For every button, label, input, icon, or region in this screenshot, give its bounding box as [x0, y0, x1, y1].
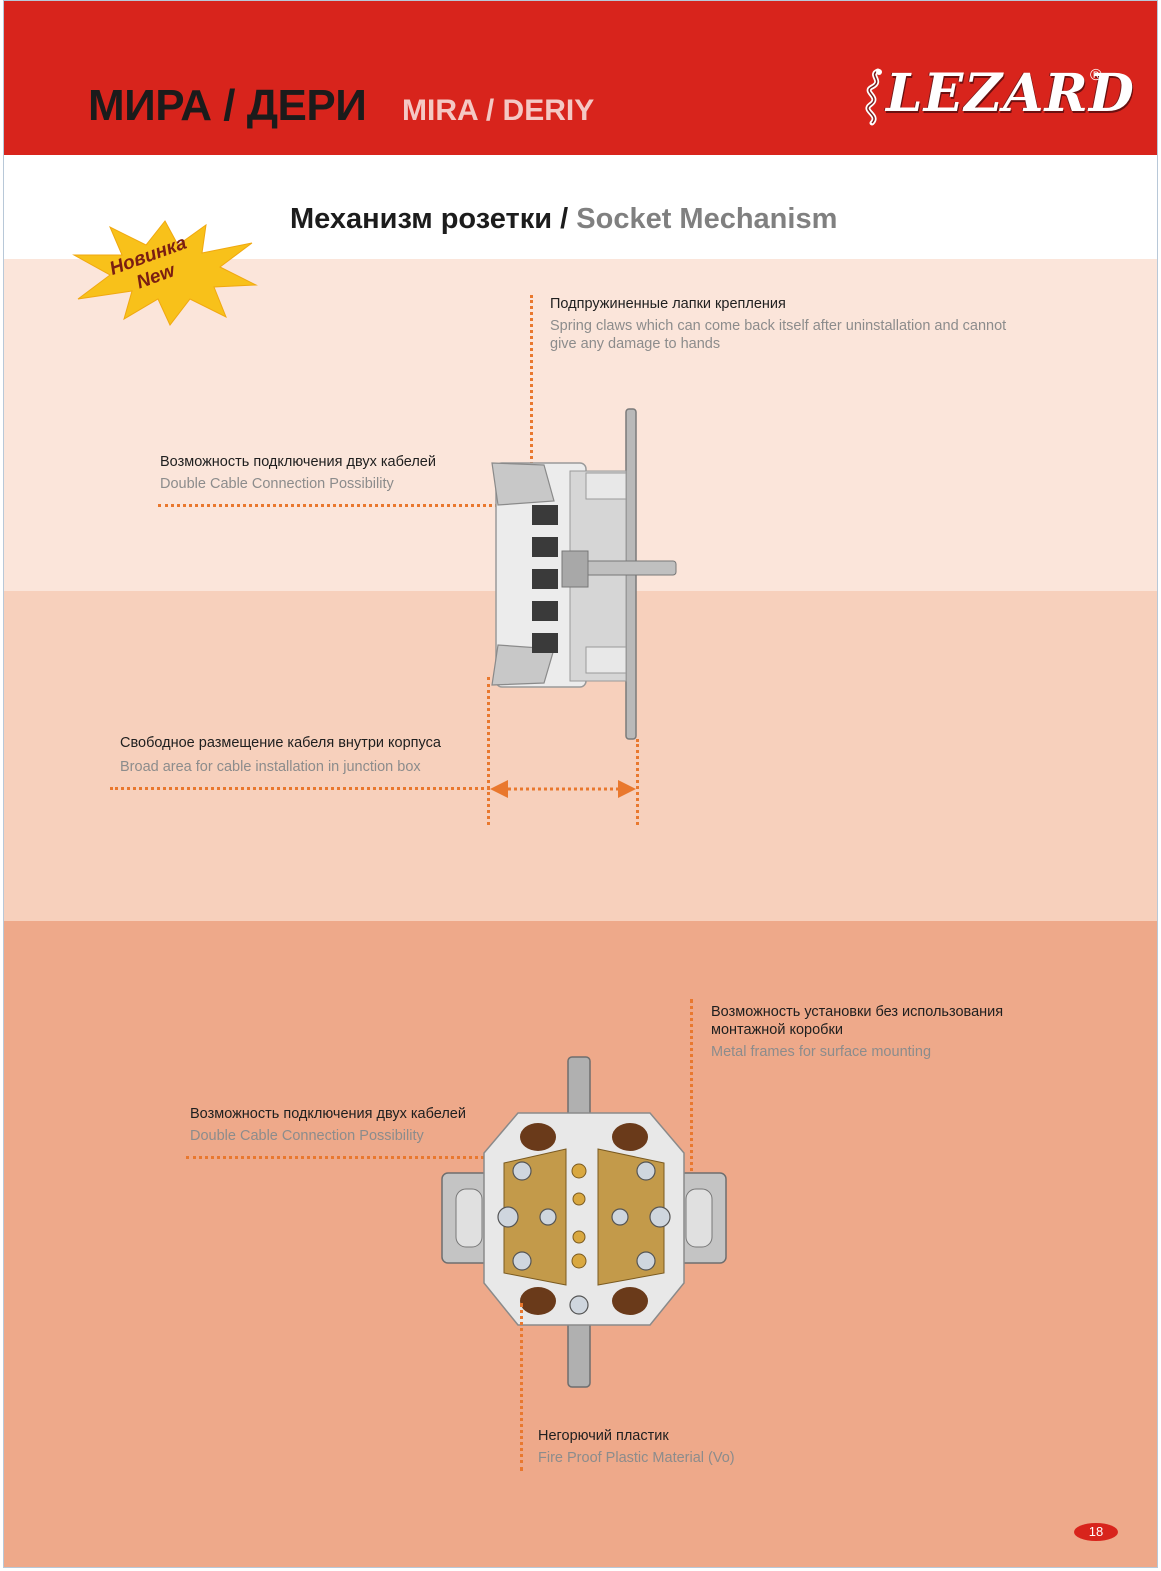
callout-fire-proof: Негорючий пластик Fire Proof Plastic Mat…	[538, 1427, 735, 1467]
page-title-ru: МИРА / ДЕРИ	[88, 81, 367, 130]
dimension-arrow-icon	[490, 780, 636, 798]
callout-double-cable-front-en: Double Cable Connection Possibility	[190, 1128, 424, 1144]
brand-name: LEZARD	[886, 63, 1135, 124]
leader-surface-mounting	[690, 999, 693, 1179]
new-badge-starburst	[72, 220, 258, 326]
callout-spring-claws-ru: Подпружиненные лапки крепления	[550, 296, 786, 312]
callout-double-cable-side-ru: Возможность подключения двух кабелей	[160, 454, 436, 470]
catalog-page: МИРА / ДЕРИ MIRA / DERIY LEZARD ® Механи…	[3, 0, 1158, 1568]
section-title: Механизм розетки / Socket Mechanism	[290, 203, 837, 236]
socket-front-view-image	[441, 1056, 727, 1388]
callout-broad-area-ru: Свободное размещение кабеля внутри корпу…	[120, 735, 441, 751]
leader-double-cable-front	[186, 1156, 508, 1159]
section-title-ru: Механизм розетки /	[290, 203, 569, 235]
callout-broad-area-en: Broad area for cable installation in jun…	[120, 759, 421, 775]
registered-mark: ®	[1090, 67, 1102, 84]
callout-surface-mounting-en: Metal frames for surface mounting	[711, 1044, 932, 1060]
section-title-en: Socket Mechanism	[576, 203, 838, 235]
callout-surface-mounting-ru-2: монтажной коробки	[711, 1022, 843, 1038]
page-title-en: MIRA / DERIY	[402, 94, 595, 127]
header-band	[4, 1, 1157, 155]
leader-spring-claws	[530, 295, 533, 471]
callout-double-cable-front-ru: Возможность подключения двух кабелей	[190, 1106, 466, 1122]
leader-broad-area	[110, 787, 490, 790]
leader-fire-proof	[520, 1303, 523, 1471]
callout-spring-claws-en-2: give any damage to hands	[550, 336, 721, 352]
lizard-icon	[865, 68, 882, 126]
brand-logo: LEZARD ®	[858, 61, 1134, 131]
callout-fire-proof-en: Fire Proof Plastic Material (Vo)	[538, 1450, 735, 1466]
callout-fire-proof-ru: Негорючий пластик	[538, 1428, 669, 1444]
callout-spring-claws-en-1: Spring claws which can come back itself …	[550, 318, 1007, 334]
socket-side-view-image	[491, 408, 677, 740]
callout-double-cable-side: Возможность подключения двух кабелей Dou…	[160, 453, 436, 493]
callout-spring-claws: Подпружиненные лапки крепления Spring cl…	[550, 295, 1006, 353]
callout-broad-area: Свободное размещение кабеля внутри корпу…	[120, 734, 441, 776]
leader-double-cable-side	[158, 504, 528, 507]
callout-double-cable-front: Возможность подключения двух кабелей Dou…	[190, 1105, 466, 1145]
callout-double-cable-side-en: Double Cable Connection Possibility	[160, 476, 394, 492]
dimension-line-right	[636, 739, 639, 825]
callout-surface-mounting: Возможность установки без использования …	[711, 1003, 1003, 1061]
dimension-line-left	[487, 677, 490, 825]
page-number: 18	[1074, 1523, 1118, 1541]
callout-surface-mounting-ru-1: Возможность установки без использования	[711, 1004, 1004, 1020]
